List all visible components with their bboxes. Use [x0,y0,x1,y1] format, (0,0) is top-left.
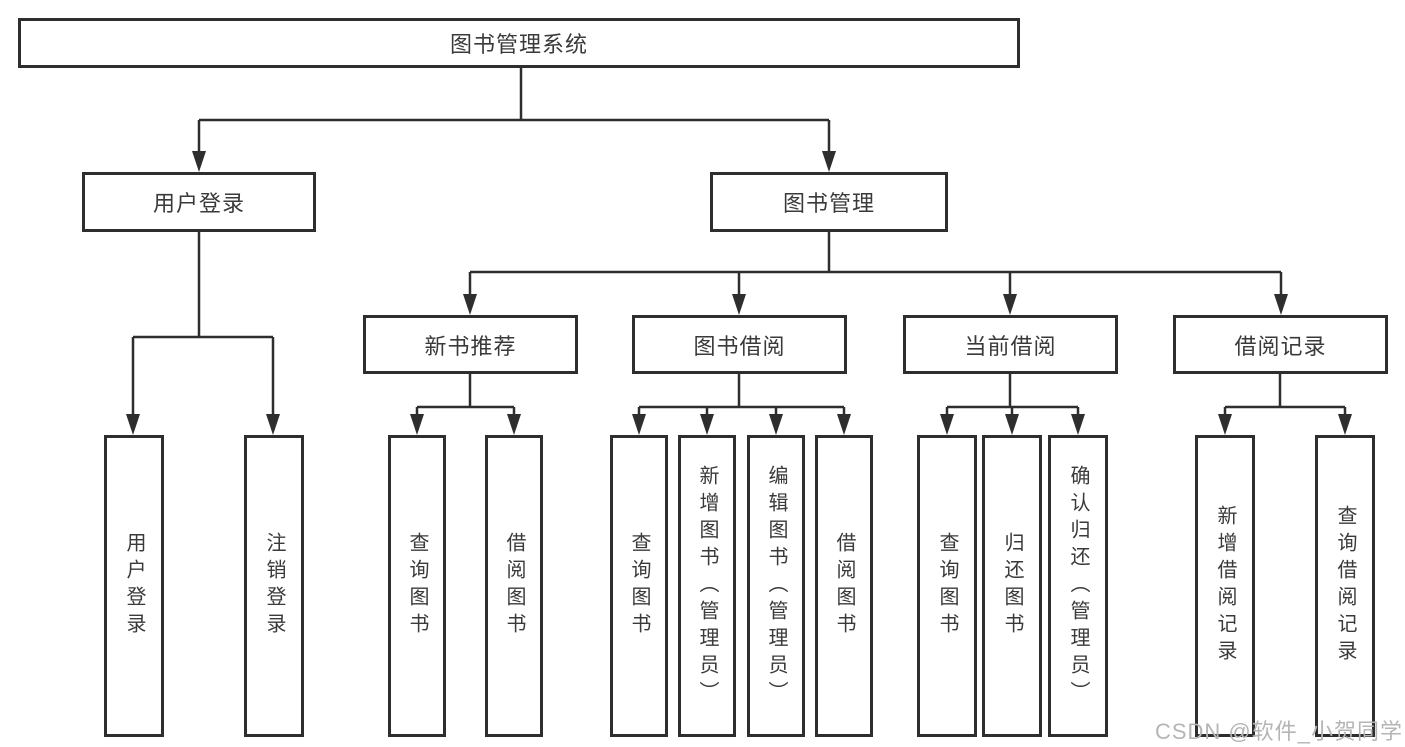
node-book-borrow: 图书借阅 [632,315,847,374]
node-new-book-recommend: 新书推荐 [363,315,578,374]
node-label: 借阅图书 [503,532,525,640]
node-label: 新增图书（管理员） [696,464,718,708]
node-label: 借阅图书 [833,532,855,640]
leaf-query-books-recommend: 查询图书 [388,435,446,737]
csdn-watermark: CSDN @软件_小贺同学 [1154,719,1403,744]
leaf-return-books: 归还图书 [982,435,1042,737]
leaf-add-books-admin: 新增图书（管理员） [678,435,736,737]
node-label: 查询图书 [936,532,958,640]
node-current-borrow: 当前借阅 [903,315,1118,374]
node-label: 图书管理系统 [449,32,588,57]
node-label: 注销登录 [263,532,285,640]
node-label: 查询图书 [628,532,650,640]
leaf-query-borrow-record: 查询借阅记录 [1315,435,1375,737]
leaf-borrow-books: 借阅图书 [815,435,873,737]
leaf-logout: 注销登录 [244,435,304,737]
leaf-borrow-books-recommend: 借阅图书 [485,435,543,737]
node-label: 新增借阅记录 [1214,505,1236,667]
node-label: 借阅记录 [1234,333,1327,359]
node-label: 图书管理 [782,191,875,216]
node-label: 查询借阅记录 [1334,505,1356,667]
node-label: 查询图书 [406,532,428,640]
leaf-confirm-return-admin: 确认归还（管理员） [1048,435,1108,737]
node-label: 图书借阅 [693,333,786,359]
node-user-login: 用户登录 [82,172,316,232]
node-book-management: 图书管理 [710,172,948,232]
node-borrow-records: 借阅记录 [1173,315,1388,374]
leaf-add-borrow-record: 新增借阅记录 [1195,435,1255,737]
leaf-query-books-current: 查询图书 [917,435,977,737]
node-label: 用户登录 [123,532,145,640]
node-label: 新书推荐 [424,333,517,359]
node-label: 用户登录 [152,191,245,216]
node-label: 当前借阅 [964,333,1057,359]
leaf-user-login: 用户登录 [104,435,164,737]
node-label: 确认归还（管理员） [1067,464,1089,708]
node-label: 归还图书 [1001,532,1023,640]
leaf-query-books-borrow: 查询图书 [610,435,668,737]
leaf-edit-books-admin: 编辑图书（管理员） [747,435,805,737]
node-label: 编辑图书（管理员） [765,464,787,708]
arrowheads [126,151,1352,435]
node-library-management-system: 图书管理系统 [18,18,1020,68]
